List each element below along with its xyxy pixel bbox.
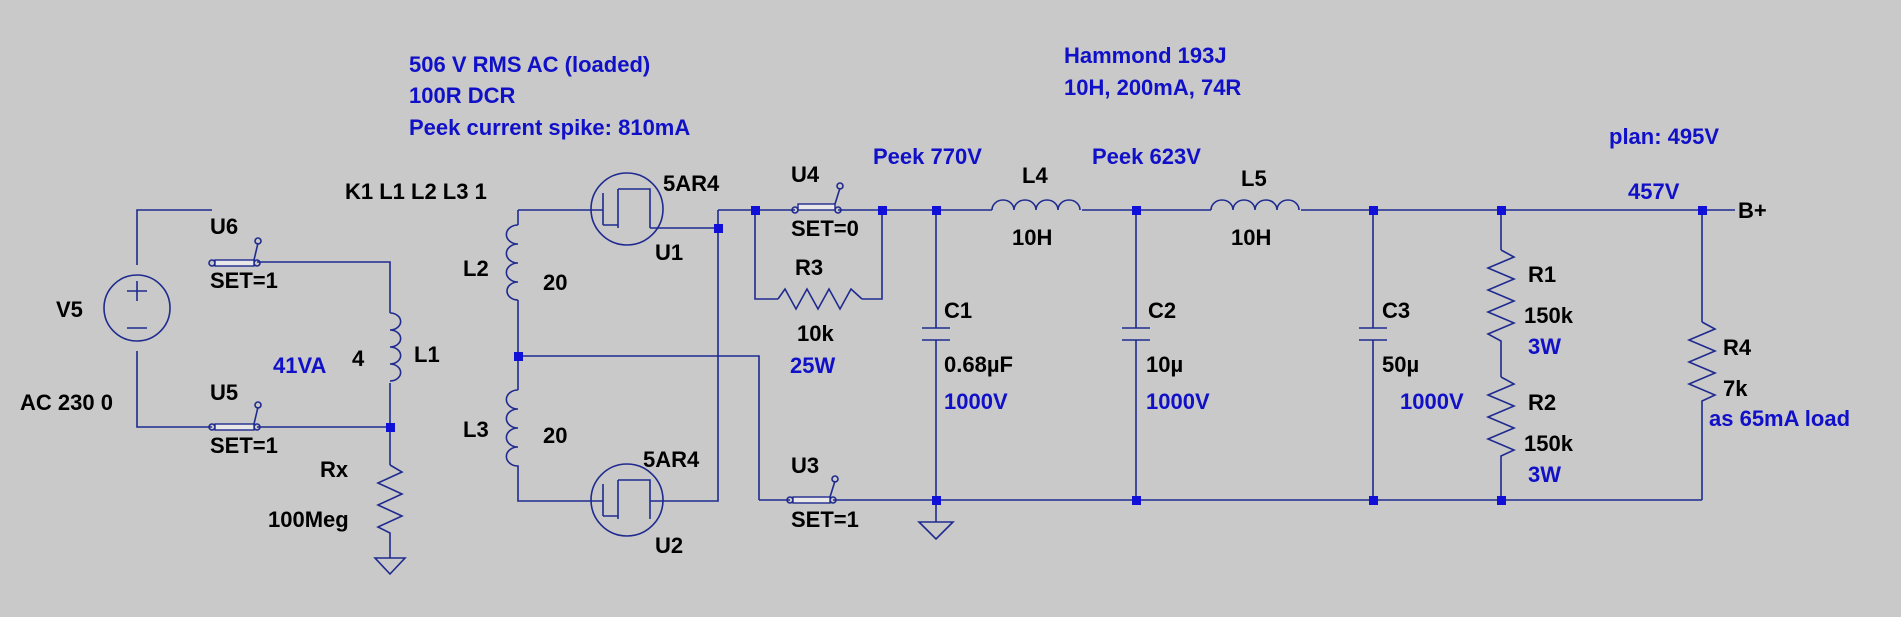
capacitor-c1	[922, 327, 950, 341]
inductor-l5-name: L5	[1241, 166, 1267, 191]
resistor-r1-value: 150k	[1524, 303, 1574, 328]
inductor-l2-value: 20	[543, 270, 567, 295]
resistor-r1	[1485, 249, 1517, 350]
resistor-r1-rating: 3W	[1528, 334, 1561, 359]
inductor-l4-value: 10H	[1012, 225, 1052, 250]
inductor-l2	[505, 224, 519, 301]
output-label: B+	[1738, 198, 1767, 223]
resistor-r4-name: R4	[1723, 335, 1752, 360]
inductor-l3-name: L3	[463, 417, 489, 442]
inductor-l1-value: 4	[352, 346, 365, 371]
resistor-rx	[376, 464, 404, 542]
ground-symbol-main	[917, 521, 955, 541]
rectifier-u1-value: 5AR4	[663, 171, 720, 196]
note-transformer-volts: 506 V RMS AC (loaded)	[409, 52, 650, 77]
note-peak-770: Peek 770V	[873, 144, 982, 169]
source-value-label: AC 230 0	[20, 390, 113, 415]
ground-symbol-rx	[373, 557, 407, 576]
switch-u6-name: U6	[210, 214, 238, 239]
inductor-l3-value: 20	[543, 423, 567, 448]
switch-u5-name: U5	[210, 380, 238, 405]
note-va-rating: 41VA	[273, 353, 327, 378]
rectifier-u1-name: U1	[655, 240, 683, 265]
coupling-directive: K1 L1 L2 L3 1	[345, 179, 487, 204]
switch-u4-value: SET=0	[791, 216, 859, 241]
rectifier-u2	[590, 463, 664, 537]
note-plan-voltage: plan: 495V	[1609, 124, 1719, 149]
inductor-l1	[389, 312, 402, 382]
resistor-r2-value: 150k	[1524, 431, 1574, 456]
note-choke-spec: 10H, 200mA, 74R	[1064, 75, 1241, 100]
resistor-r1-name: R1	[1528, 262, 1556, 287]
inductor-l3	[505, 389, 519, 477]
capacitor-c3-rating: 1000V	[1400, 389, 1464, 414]
resistor-r3-value: 10k	[797, 321, 834, 346]
switch-u4	[791, 182, 844, 214]
switch-u3	[786, 475, 839, 504]
resistor-r3	[777, 287, 863, 311]
capacitor-c1-value: 0.68µF	[944, 352, 1013, 377]
resistor-r3-rating: 25W	[790, 353, 835, 378]
resistor-r2-name: R2	[1528, 390, 1556, 415]
switch-u4-name: U4	[791, 162, 820, 187]
resistor-rx-name: Rx	[320, 457, 349, 482]
rectifier-u2-name: U2	[655, 533, 683, 558]
resistor-r4-note: as 65mA load	[1709, 406, 1850, 431]
capacitor-c3	[1359, 327, 1387, 341]
capacitor-c1-rating: 1000V	[944, 389, 1008, 414]
switch-u6	[208, 237, 262, 267]
inductor-l4-name: L4	[1022, 163, 1048, 188]
capacitor-c1-name: C1	[944, 298, 972, 323]
voltage-source-v5	[103, 274, 171, 342]
note-transformer-dcr: 100R DCR	[409, 83, 515, 108]
capacitor-c3-name: C3	[1382, 298, 1410, 323]
resistor-r4	[1686, 321, 1718, 403]
switch-u3-name: U3	[791, 453, 819, 478]
switch-u5	[208, 401, 262, 431]
inductor-l4	[991, 199, 1081, 211]
note-measured-voltage: 457V	[1628, 179, 1680, 204]
capacitor-c2	[1122, 327, 1150, 341]
wires	[136, 209, 1735, 558]
rectifier-u2-value: 5AR4	[643, 447, 700, 472]
note-peak-623: Peek 623V	[1092, 144, 1201, 169]
capacitor-c2-name: C2	[1148, 298, 1176, 323]
switch-u6-value: SET=1	[210, 268, 278, 293]
source-name-label: V5	[56, 297, 83, 322]
junctions	[386, 206, 1707, 505]
resistor-rx-value: 100Meg	[268, 507, 349, 532]
note-choke-model: Hammond 193J	[1064, 43, 1227, 68]
capacitor-c2-value: 10µ	[1146, 352, 1183, 377]
inductor-l5	[1210, 199, 1300, 211]
switch-u5-value: SET=1	[210, 433, 278, 458]
inductor-l5-value: 10H	[1231, 225, 1271, 250]
capacitor-c3-value: 50µ	[1382, 352, 1419, 377]
switch-u3-value: SET=1	[791, 507, 859, 532]
resistor-r3-name: R3	[795, 255, 823, 280]
note-peak-current: Peek current spike: 810mA	[409, 115, 690, 140]
inductor-l2-name: L2	[463, 256, 489, 281]
resistor-r2	[1485, 376, 1517, 458]
inductor-l1-name: L1	[414, 342, 440, 367]
resistor-r4-value: 7k	[1723, 376, 1748, 401]
resistor-r2-rating: 3W	[1528, 462, 1561, 487]
rectifier-u1	[590, 172, 664, 246]
capacitor-c2-rating: 1000V	[1146, 389, 1210, 414]
